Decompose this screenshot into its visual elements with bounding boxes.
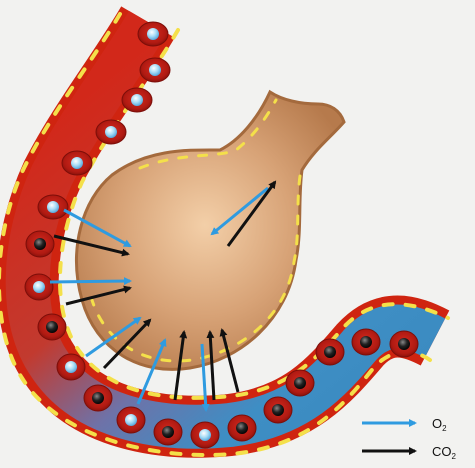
red-blood-cell bbox=[26, 231, 54, 257]
oxygen-dot bbox=[47, 201, 59, 213]
carbon-dioxide-dot bbox=[272, 404, 284, 416]
red-blood-cell bbox=[38, 314, 66, 340]
o2-arrow bbox=[50, 281, 130, 282]
red-blood-cell bbox=[352, 329, 380, 355]
legend-o2-label: O2 bbox=[432, 416, 447, 433]
red-blood-cell bbox=[122, 88, 152, 112]
red-blood-cell bbox=[25, 274, 53, 300]
red-blood-cell bbox=[62, 151, 92, 175]
carbon-dioxide-dot bbox=[46, 321, 58, 333]
red-blood-cell bbox=[316, 339, 344, 365]
oxygen-dot bbox=[131, 94, 143, 106]
red-blood-cell bbox=[117, 407, 145, 433]
red-blood-cell bbox=[264, 397, 292, 423]
oxygen-dot bbox=[199, 429, 211, 441]
red-blood-cell bbox=[140, 58, 170, 82]
red-blood-cell bbox=[96, 120, 126, 144]
oxygen-dot bbox=[147, 28, 159, 40]
red-blood-cell bbox=[38, 195, 68, 219]
legend: O2 CO2 bbox=[362, 416, 457, 461]
carbon-dioxide-dot bbox=[294, 377, 306, 389]
oxygen-dot bbox=[71, 157, 83, 169]
carbon-dioxide-dot bbox=[236, 422, 248, 434]
carbon-dioxide-dot bbox=[324, 346, 336, 358]
red-blood-cell bbox=[57, 354, 85, 380]
red-blood-cell bbox=[286, 370, 314, 396]
carbon-dioxide-dot bbox=[34, 238, 46, 250]
carbon-dioxide-dot bbox=[398, 338, 410, 350]
oxygen-dot bbox=[125, 414, 137, 426]
oxygen-dot bbox=[65, 361, 77, 373]
red-blood-cell bbox=[228, 415, 256, 441]
legend-co2-label: CO2 bbox=[432, 444, 457, 461]
oxygen-dot bbox=[33, 281, 45, 293]
carbon-dioxide-dot bbox=[92, 392, 104, 404]
carbon-dioxide-dot bbox=[162, 426, 174, 438]
red-blood-cell bbox=[84, 385, 112, 411]
red-blood-cell bbox=[191, 422, 219, 448]
red-blood-cell bbox=[154, 419, 182, 445]
oxygen-dot bbox=[105, 126, 117, 138]
carbon-dioxide-dot bbox=[360, 336, 372, 348]
red-blood-cell bbox=[390, 331, 418, 357]
red-blood-cell bbox=[138, 22, 168, 46]
oxygen-dot bbox=[149, 64, 161, 76]
